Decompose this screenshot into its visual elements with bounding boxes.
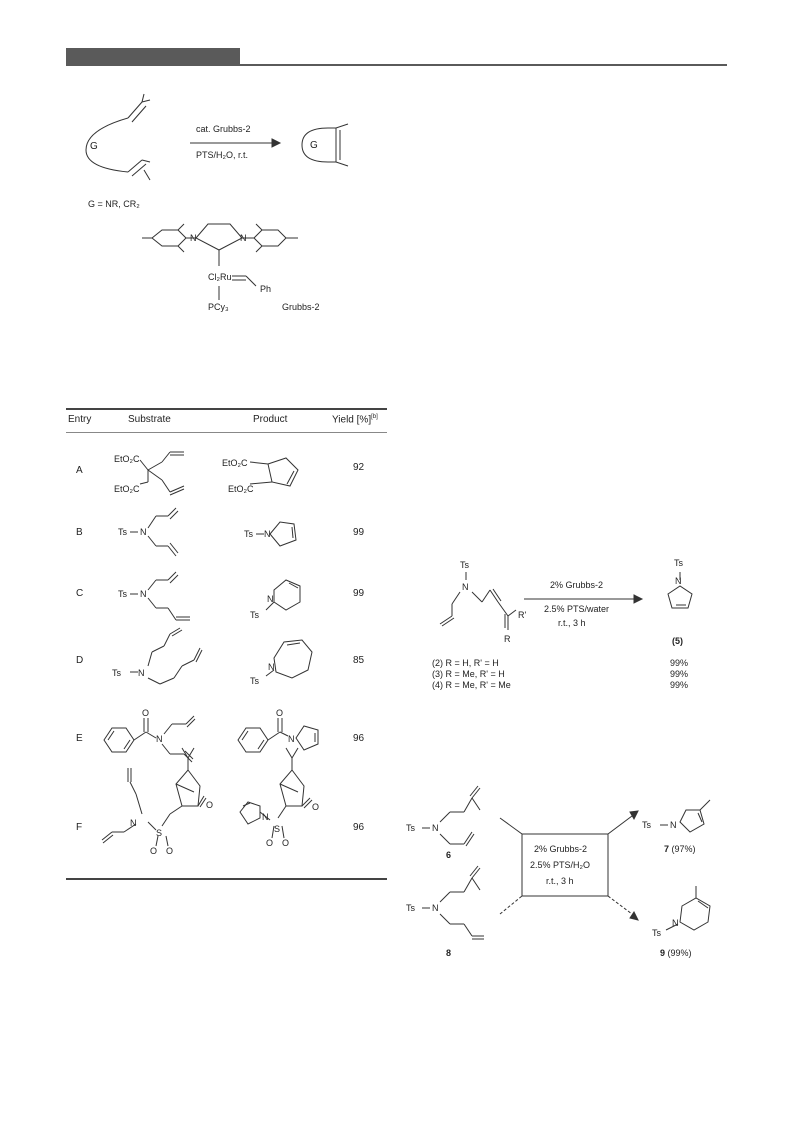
yield-f: 96 bbox=[353, 822, 365, 833]
yield-3: 99% bbox=[670, 669, 688, 679]
pcy3-label: PCy₃ bbox=[208, 302, 229, 312]
svg-text:O: O bbox=[166, 846, 173, 856]
condition-label: PTS/H₂O, r.t. bbox=[196, 150, 248, 160]
yield-e: 96 bbox=[353, 733, 365, 744]
svg-text:N: N bbox=[267, 594, 274, 604]
svg-text:O: O bbox=[142, 708, 149, 718]
product-label: (5) bbox=[672, 636, 683, 646]
entry-f: F bbox=[76, 822, 83, 833]
svg-text:EtO₂C: EtO₂C bbox=[114, 454, 140, 464]
svg-text:N: N bbox=[130, 818, 137, 828]
scheme-tosyl-rcm: Ts N R' R 2% Grubbs-2 2.5% PTS/water r.t… bbox=[432, 558, 693, 690]
table-top-rule bbox=[66, 408, 387, 410]
catalyst-label: 2% Grubbs-2 bbox=[550, 580, 603, 590]
svg-text:Ts: Ts bbox=[112, 668, 122, 678]
svg-text:O: O bbox=[282, 838, 289, 848]
r-label: R bbox=[504, 634, 511, 644]
scheme-rcm-general: G G cat. Grubbs-2 PTS/H₂O, r.t. G = NR, … bbox=[85, 93, 349, 312]
table-structures: EtO₂C EtO₂C EtO₂C EtO₂C Ts N Ts N Ts N N… bbox=[101, 451, 319, 856]
svg-text:S: S bbox=[156, 828, 162, 838]
svg-text:O: O bbox=[150, 846, 157, 856]
entry-d: D bbox=[76, 655, 84, 666]
col-yield: Yield [%][b] bbox=[332, 414, 378, 426]
yield-2: 99% bbox=[670, 658, 688, 668]
svg-text:EtO₂C: EtO₂C bbox=[222, 458, 248, 468]
col-product: Product bbox=[253, 414, 288, 425]
catalyst-label: 2% Grubbs-2 bbox=[534, 844, 587, 854]
table-bottom-rule bbox=[66, 878, 387, 880]
ru-label: Cl₂Ru bbox=[208, 272, 232, 282]
svg-text:N: N bbox=[288, 734, 295, 744]
entry-b: B bbox=[76, 527, 83, 538]
n-left: N bbox=[190, 233, 197, 243]
svg-text:O: O bbox=[206, 800, 213, 810]
pts-label: 2.5% PTS/H₂O bbox=[530, 860, 590, 870]
yield-a: 92 bbox=[353, 462, 365, 473]
g-definition: G = NR, CR₂ bbox=[88, 199, 140, 209]
product-n: N bbox=[675, 576, 682, 586]
svg-text:Ts: Ts bbox=[118, 527, 128, 537]
compound-8: 8 bbox=[446, 948, 451, 958]
svg-text:N: N bbox=[268, 662, 275, 672]
svg-text:N: N bbox=[432, 823, 439, 833]
svg-text:Ts: Ts bbox=[406, 823, 416, 833]
svg-text:O: O bbox=[276, 708, 283, 718]
product-7: 7 (97%) bbox=[664, 844, 696, 854]
n-label: N bbox=[462, 582, 469, 592]
col-substrate: Substrate bbox=[128, 414, 171, 425]
g-label: G bbox=[90, 141, 98, 152]
svg-text:O: O bbox=[266, 838, 273, 848]
svg-text:EtO₂C: EtO₂C bbox=[114, 484, 140, 494]
yield-d: 85 bbox=[353, 655, 365, 666]
substrate-3: (3) R = Me, R' = H bbox=[432, 669, 505, 679]
svg-text:Ts: Ts bbox=[118, 589, 128, 599]
product-9: 9 (99%) bbox=[660, 948, 692, 958]
entry-e: E bbox=[76, 733, 83, 744]
svg-text:Ts: Ts bbox=[406, 903, 416, 913]
product-ts: Ts bbox=[674, 558, 684, 568]
entry-a: A bbox=[76, 465, 83, 476]
substrate-2: (2) R = H, R' = H bbox=[432, 658, 499, 668]
svg-text:O: O bbox=[312, 802, 319, 812]
time-label: r.t., 3 h bbox=[558, 618, 586, 628]
svg-text:Ts: Ts bbox=[250, 610, 260, 620]
svg-text:Ts: Ts bbox=[652, 928, 662, 938]
n-right: N bbox=[240, 233, 247, 243]
yield-4: 99% bbox=[670, 680, 688, 690]
svg-text:S: S bbox=[274, 824, 280, 834]
ph-label: Ph bbox=[260, 284, 271, 294]
yield-b: 99 bbox=[353, 527, 365, 538]
rprime-label: R' bbox=[518, 610, 526, 620]
svg-text:N: N bbox=[140, 527, 147, 537]
svg-text:N: N bbox=[264, 529, 271, 539]
pts-label: 2.5% PTS/water bbox=[544, 604, 609, 614]
svg-text:Ts: Ts bbox=[250, 676, 260, 686]
table-header-rule bbox=[66, 432, 387, 433]
header-rule bbox=[240, 64, 727, 66]
scheme-competing-rcm: Ts N 6 Ts N 8 2% Grubbs-2 2.5% PTS/H₂O r… bbox=[406, 785, 711, 958]
ts-top: Ts bbox=[460, 560, 470, 570]
svg-text:N: N bbox=[262, 812, 269, 822]
yield-c: 99 bbox=[353, 588, 365, 599]
col-entry: Entry bbox=[68, 414, 92, 425]
g-product-label: G bbox=[310, 140, 318, 151]
svg-text:N: N bbox=[138, 668, 145, 678]
compound-6: 6 bbox=[446, 850, 451, 860]
svg-text:N: N bbox=[140, 589, 147, 599]
svg-text:N: N bbox=[672, 918, 679, 928]
header-bar bbox=[66, 48, 240, 66]
svg-text:EtO₂C: EtO₂C bbox=[228, 484, 254, 494]
entry-c: C bbox=[76, 588, 84, 599]
svg-text:N: N bbox=[432, 903, 439, 913]
catalyst-name: Grubbs-2 bbox=[282, 302, 320, 312]
svg-text:Ts: Ts bbox=[642, 820, 652, 830]
time-label: r.t., 3 h bbox=[546, 876, 574, 886]
svg-text:Ts: Ts bbox=[244, 529, 254, 539]
svg-text:N: N bbox=[670, 820, 677, 830]
svg-text:N: N bbox=[156, 734, 163, 744]
substrate-4: (4) R = Me, R' = Me bbox=[432, 680, 511, 690]
catalyst-label: cat. Grubbs-2 bbox=[196, 124, 251, 134]
grubbs-2-structure bbox=[142, 223, 298, 300]
